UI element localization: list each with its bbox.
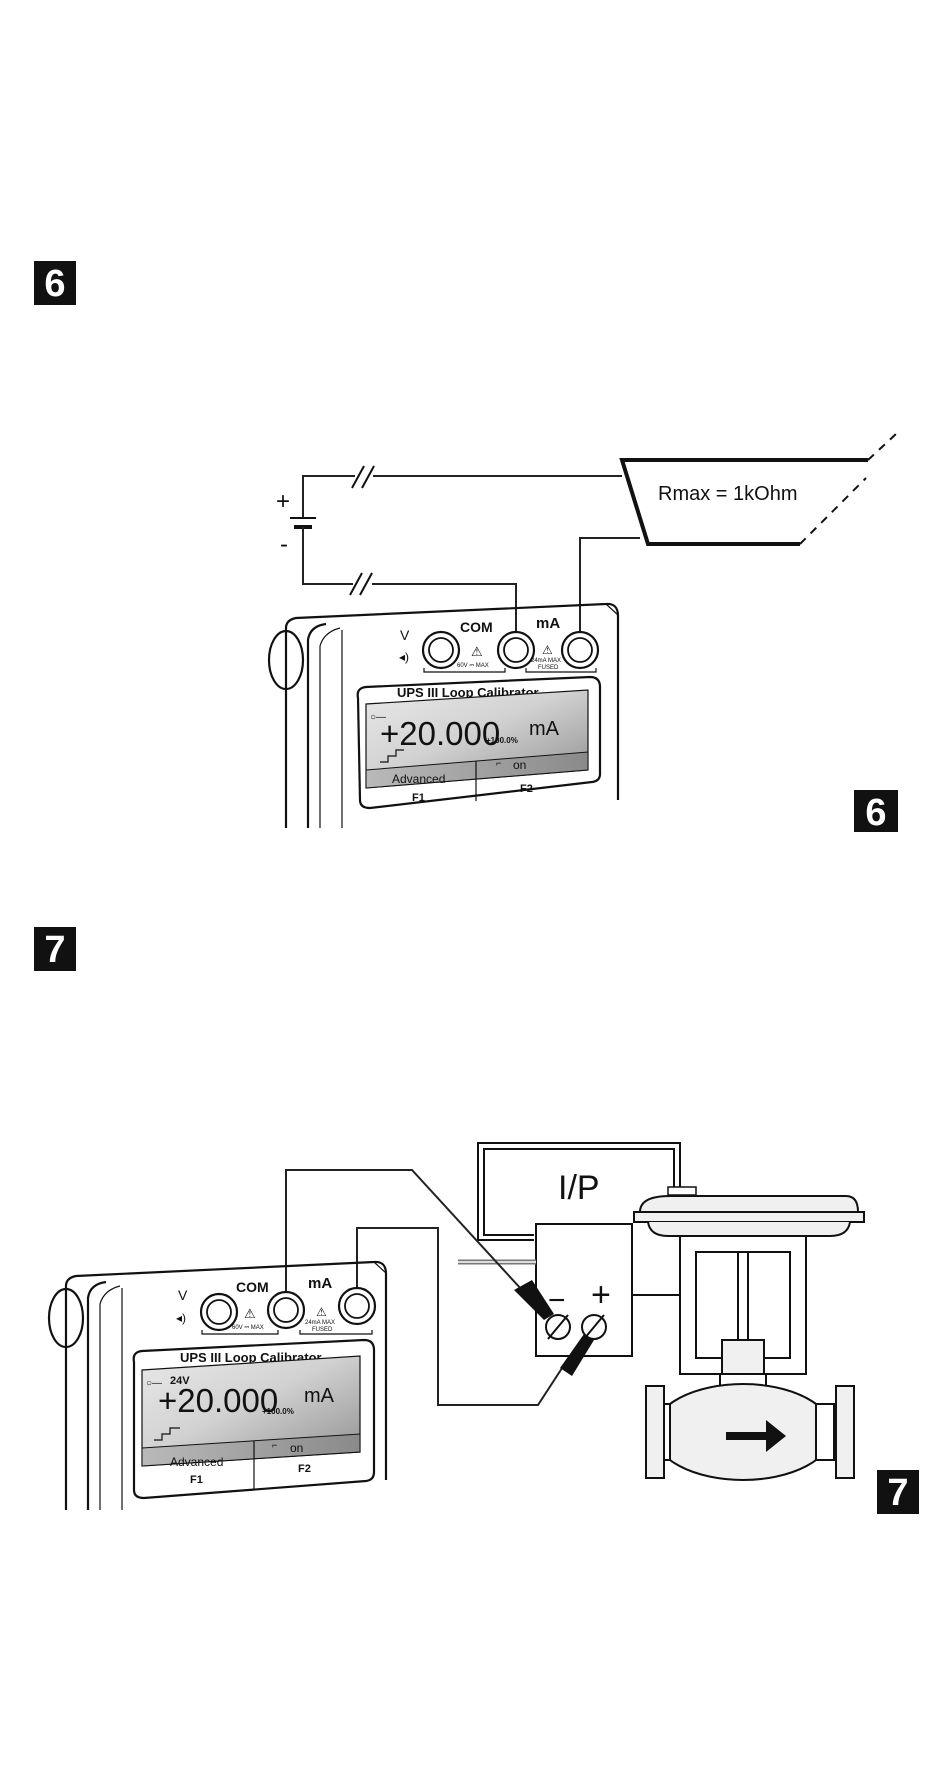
speaker-icon: ◂): [176, 1311, 186, 1325]
warning-icon: ⚠: [471, 644, 483, 659]
lcd-unit: mA: [304, 1385, 335, 1407]
warning-icon: ⚠: [542, 643, 553, 657]
actuator-diaphragm: [640, 1196, 858, 1212]
lcd-value: +20.000: [158, 1382, 278, 1419]
step-6-wiring: [303, 466, 640, 634]
warning-right-line-2: FUSED: [538, 665, 559, 671]
dc-source: + -: [276, 488, 316, 558]
calibrator-device-6: V ◂) COM mA ⚠ 60V ⎓ MAX ⚠ 24mA MAX FUSED…: [269, 604, 618, 828]
f2-key[interactable]: F2: [520, 783, 533, 795]
com-jack[interactable]: [268, 1292, 304, 1328]
step-6-badge-label: 6: [44, 263, 65, 305]
step-7-corner-badge-label: 7: [887, 1472, 908, 1514]
load-resistor: Rmax = 1kOhm: [622, 434, 896, 544]
step-6-corner-badge-label: 6: [865, 792, 886, 834]
battery-plus-label: +: [276, 488, 290, 515]
warning-icon: ⚠: [244, 1306, 256, 1321]
lcd-percent: +100.0%: [262, 1407, 294, 1416]
f2-key[interactable]: F2: [298, 1463, 311, 1475]
ma-jack-label: mA: [536, 615, 560, 632]
warning-left-text: 60V ⎓ MAX: [457, 663, 489, 669]
ramp-icon: ⌐: [496, 758, 501, 768]
f1-softkey-label[interactable]: Advanced: [392, 772, 445, 786]
calibrator-device-7: V ◂) COM mA ⚠ 60V ⎓ MAX ⚠ 24mA MAX FUSED…: [49, 1262, 386, 1510]
warning-right-line-1: 24mA MAX: [531, 658, 561, 664]
step-7-section: 7 7 I/P − +: [34, 927, 919, 1514]
lcd-unit: mA: [529, 718, 560, 740]
lcd-percent: +100.0%: [486, 736, 518, 745]
converter-label: I/P: [558, 1169, 600, 1207]
warning-right-line-1: 24mA MAX: [305, 1320, 335, 1326]
ip-converter: I/P − +: [458, 1143, 680, 1356]
terminal-screw-minus: [546, 1315, 570, 1339]
f2-softkey-label[interactable]: on: [290, 1441, 303, 1455]
v-jack-label: V: [400, 627, 410, 643]
com-jack-label: COM: [236, 1279, 269, 1295]
step-7-badge-label: 7: [44, 929, 65, 971]
warning-left-text: 60V ⎓ MAX: [232, 1325, 264, 1331]
ramp-icon: ⌐: [272, 1440, 277, 1450]
ma-jack-label: mA: [308, 1275, 332, 1292]
step-6-section: 6 6 Rmax = 1kOhm + -: [34, 261, 898, 834]
warning-right-line-2: FUSED: [312, 1327, 333, 1333]
ma-jack[interactable]: [562, 632, 598, 668]
load-label: Rmax = 1kOhm: [658, 483, 797, 505]
com-jack[interactable]: [498, 632, 534, 668]
v-jack-label: V: [178, 1287, 188, 1303]
control-valve: [632, 1187, 864, 1480]
com-jack-label: COM: [460, 619, 493, 635]
warning-icon: ⚠: [316, 1305, 327, 1319]
f2-softkey-label[interactable]: on: [513, 758, 526, 772]
f1-softkey-label[interactable]: Advanced: [170, 1455, 223, 1469]
f1-key[interactable]: F1: [412, 792, 425, 804]
ma-jack[interactable]: [339, 1288, 375, 1324]
speaker-icon: ◂): [399, 650, 409, 664]
v-jack[interactable]: [423, 632, 459, 668]
f1-key[interactable]: F1: [190, 1474, 203, 1486]
terminal-plus-label: +: [591, 1276, 611, 1314]
lcd-value: +20.000: [380, 715, 500, 752]
battery-minus-label: -: [280, 531, 288, 558]
